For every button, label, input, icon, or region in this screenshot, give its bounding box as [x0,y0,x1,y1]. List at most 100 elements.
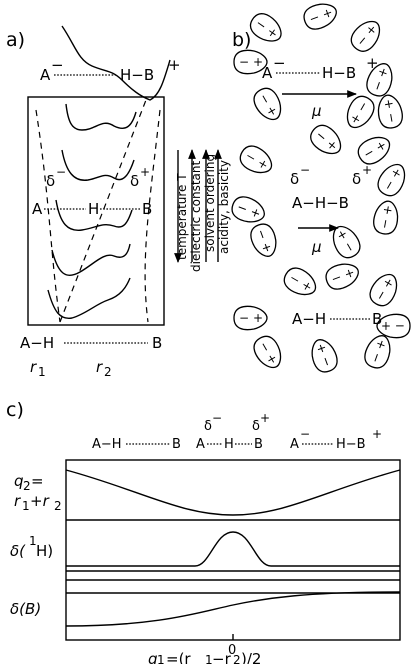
panel-c-state3-A-charge: − [300,427,310,441]
svg-text:+: + [253,311,263,325]
solvent-dipole-5: −+ [366,63,393,97]
panel-b-top-A-charge: − [273,54,286,72]
panel-c-state3-A: A [290,437,299,452]
panel-a-bottom-B: B [152,334,162,352]
panel-a-potential-curve-5 [51,243,131,277]
solvent-dipole-16: −+ [332,225,361,259]
panel-a-label: a) [6,29,25,51]
panel-b-mid-mu: μ [311,238,322,256]
panel-a-potential-curve-3 [61,149,135,181]
panel-c-state2-delta-minus-sign: − [212,411,222,425]
panel-a-r1: r [30,358,37,376]
panel-a-potential-curve-1 [61,25,171,101]
panel-c-row2-end: H) [36,542,53,560]
solvent-dipole-4: −+ [233,49,268,75]
svg-text:+: + [253,55,263,69]
panel-a-top-A: A [40,66,51,84]
panel-c-state2-H: H [224,437,234,452]
panel-a-bottom-AH: A−H [20,334,54,352]
svg-text:+: + [258,240,275,254]
panel-a-r2: r [96,358,103,376]
svg-text:−: − [383,112,399,124]
solvent-dipole-2: −+ [303,3,337,30]
panel-c: c) A−H B δ − δ + A H B A − H−B + q 2 = [6,399,401,664]
panel-a-mid-B: B [142,200,152,218]
panel-a-mid-A: A [32,200,43,218]
solvent-dipoles: −+−+−+−+−+−+−+−+−+−+−+−+−+−+−+−+−+−+−+−+… [231,3,411,373]
panel-a-mid-delta-minus-sign: − [56,165,66,179]
panel-c-x-q: q [148,650,158,664]
panel-c-plot-frame [65,459,401,641]
panel-a-dashed-left [35,109,61,323]
svg-text:+: + [380,204,396,216]
solvent-dipole-21: −+ [376,313,411,339]
svg-text:−: − [239,55,249,69]
panel-a-label-solvent: solvent ordering [203,154,217,252]
panel-c-state2-delta-plus-sign: + [260,411,270,425]
svg-text:+: + [342,265,356,282]
solvent-dipole-22: −+ [253,335,282,369]
svg-text:+: + [372,337,389,351]
panel-c-row2-sup: 1 [29,534,37,548]
panel-c-state2-A: A [196,437,205,452]
panel-b: b) −+−+−+−+−+−+−+−+−+−+−+−+−+−+−+−+−+−+−… [231,3,411,373]
panel-c-curve-delta-B [65,591,401,627]
solvent-dipole-1: −+ [249,13,282,42]
panel-b-top-A: A [262,64,273,82]
solvent-dipole-14: −+ [373,200,399,235]
svg-text:−: − [235,200,249,217]
panel-c-x-zero: 0 [228,643,236,658]
solvent-dipole-7: −+ [377,94,403,129]
panel-c-row1-r1-sub: 1 [22,499,30,513]
panel-a-label-acidity: acidity, basicity [217,160,231,254]
panel-c-row1-r2-sub: 2 [54,499,62,513]
panel-b-mid-delta-minus-sign: − [300,163,310,177]
panel-a-label-temperature: temperature T [175,173,189,260]
panel-a-dashed-right [144,109,161,323]
panel-c-row2-delta: δ( [10,542,26,560]
panel-c-state2-B: B [254,437,263,452]
solvent-dipole-18: −+ [325,263,359,290]
panel-b-mid-delta-plus: δ [352,170,361,188]
solvent-dipole-15: −+ [250,223,277,257]
panel-a-mid-delta-plus-sign: + [140,165,150,179]
solvent-dipole-13: −+ [231,196,265,223]
svg-text:+: + [313,341,330,355]
panel-b-label: b) [232,29,251,51]
svg-text:−: − [370,78,387,92]
panel-b-mid-delta-plus-sign: + [362,163,372,177]
panel-a-label-dielectric: dielectric constant [189,161,203,272]
panel-a-potential-box [27,96,165,326]
panel-a: a) A − H−B + δ − δ + A H B A−H B r [6,25,231,379]
panel-a-potential-curve-6 [47,277,131,319]
panel-b-bottom-B: B [372,310,382,328]
svg-text:+: + [374,65,391,79]
panel-a-r1-sub: 1 [38,365,46,379]
solvent-dipole-23: −+ [311,339,338,373]
panel-a-mid-H: H [88,200,99,218]
panel-b-bottom-AH: A−H [292,310,326,328]
svg-text:−: − [318,354,335,368]
svg-text:−: − [329,270,343,287]
svg-text:+: + [248,204,262,221]
svg-text:−: − [307,10,321,27]
solvent-dipole-12: −+ [377,163,406,197]
panel-c-x-r1sub: 1 [205,653,213,664]
panel-c-row1-q: q [14,472,24,490]
panel-a-potential-curve-2 [65,103,137,131]
panel-a-r2-sub: 2 [104,365,112,379]
solvent-dipole-20: −+ [233,305,268,331]
panel-c-row1-q-sub: 2 [23,479,31,493]
svg-text:+: + [381,98,397,110]
panel-c-x-q-sub: 1 [157,653,165,664]
svg-text:−: − [368,350,385,364]
svg-text:−: − [254,227,271,241]
solvent-dipole-9: −+ [310,124,342,155]
panel-c-curve-q2 [65,469,401,516]
panel-a-potential-curve-4 [55,199,133,231]
panel-a-dashed-diagonal [59,99,147,323]
panel-b-mid-delta-minus: δ [290,170,299,188]
svg-text:−: − [239,311,249,325]
panel-c-state2-delta-plus: δ [252,419,260,434]
